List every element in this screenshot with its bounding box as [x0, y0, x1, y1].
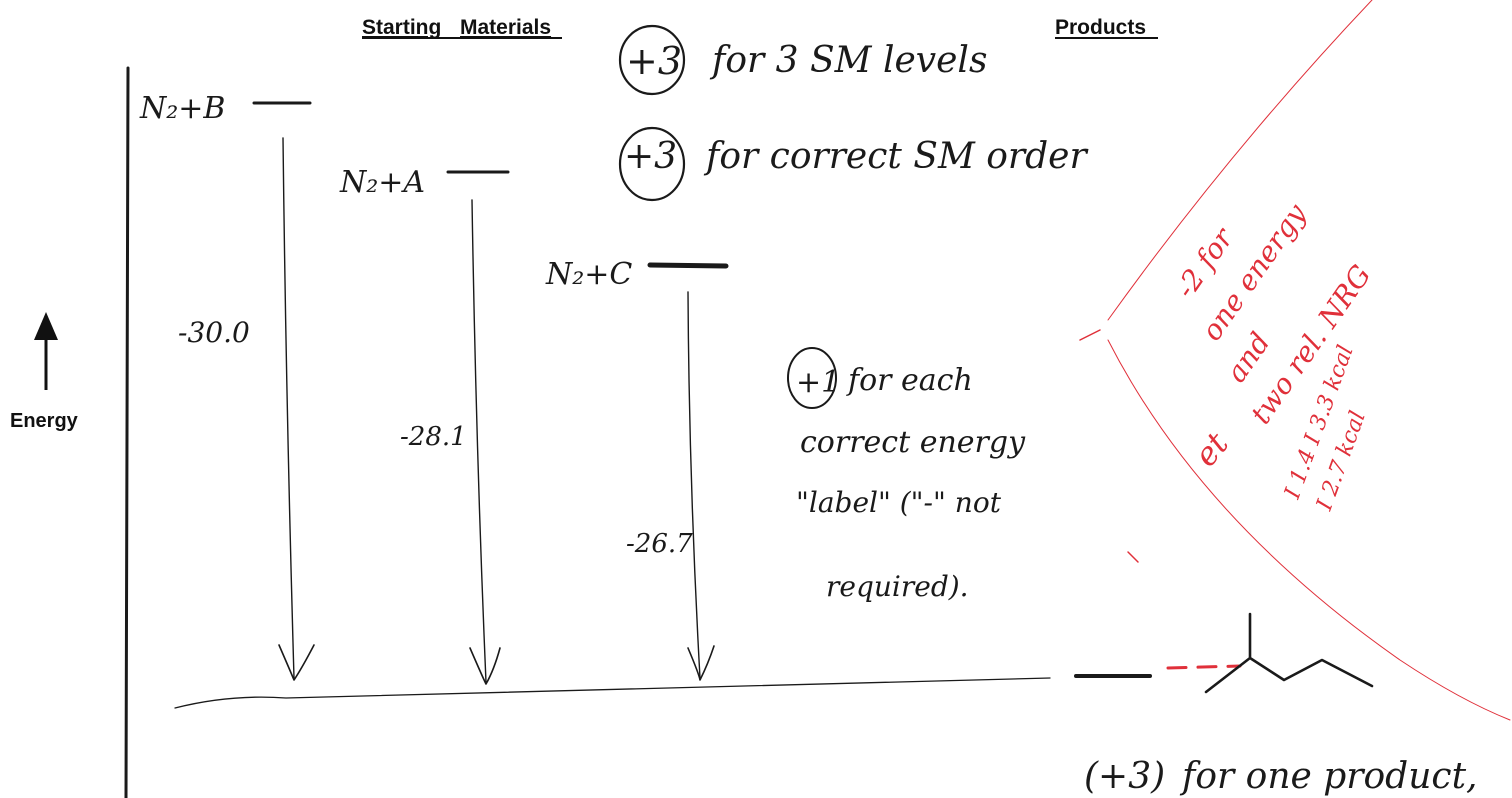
- rubric-circle-icon: [787, 347, 837, 409]
- level-label-n2-c: N₂+C: [545, 257, 632, 292]
- arrow-head-icon: [278, 644, 315, 681]
- red-margin-curve: [1107, 0, 1373, 321]
- red-note-group: -2 for one energy and two rel. NRG: [1169, 197, 1378, 430]
- energy-axis-line: [124, 66, 130, 798]
- rubric-product-points: (+3): [1084, 756, 1165, 797]
- product-molecule-icon: [1204, 612, 1374, 694]
- rubric-circle-icon: [618, 126, 686, 202]
- level-label-n2-a: N₂+A: [339, 165, 425, 200]
- rubric-energy-label-points: +1: [796, 365, 840, 400]
- level-arrow-n2-b: [282, 137, 295, 679]
- red-tick-mark: [1127, 551, 1139, 563]
- rubric-sm-levels-text: for 3 SM levels: [709, 40, 987, 81]
- rubric-sm-order-text: for correct SM order: [703, 136, 1088, 177]
- baseline-line: [174, 677, 1051, 709]
- arrow-head-icon: [687, 645, 715, 681]
- level-label-n2-b: N₂+B: [139, 91, 225, 126]
- product-connector-dash: [1166, 664, 1242, 670]
- rubric-product-text: for one product,: [1179, 756, 1478, 797]
- energy-arrow-icon: [34, 312, 58, 340]
- rubric-energy-label-line4: required).: [826, 570, 969, 603]
- rubric-sm-levels-points: +3: [626, 39, 682, 83]
- rubric-sm-order-points: +3: [624, 136, 677, 177]
- level-value-n2-a: -28.1: [400, 422, 467, 452]
- red-margin-curve: [1107, 339, 1511, 721]
- header-products: Products: [1055, 16, 1146, 39]
- header-starting: Starting: [362, 16, 441, 39]
- level-arrow-n2-a: [471, 199, 487, 683]
- rubric-energy-label-line2: correct energy: [800, 425, 1026, 460]
- level-value-n2-c: -26.7: [626, 529, 693, 559]
- level-value-n2-b: -30.0: [178, 316, 250, 349]
- rubric-circle-icon: [618, 24, 686, 96]
- arrow-head-icon: [469, 647, 501, 685]
- rubric-energy-label-line3: "label" ("-" not: [796, 486, 1002, 519]
- level-bar-n2-c: [647, 262, 729, 269]
- rubric-energy-label-line1: for each: [846, 363, 973, 398]
- level-arrow-n2-c: [687, 291, 701, 679]
- red-note-line5: et: [1186, 425, 1236, 474]
- red-tick-mark: [1079, 329, 1101, 341]
- energy-axis-label: Energy: [10, 410, 79, 432]
- header-materials: Materials: [460, 16, 551, 39]
